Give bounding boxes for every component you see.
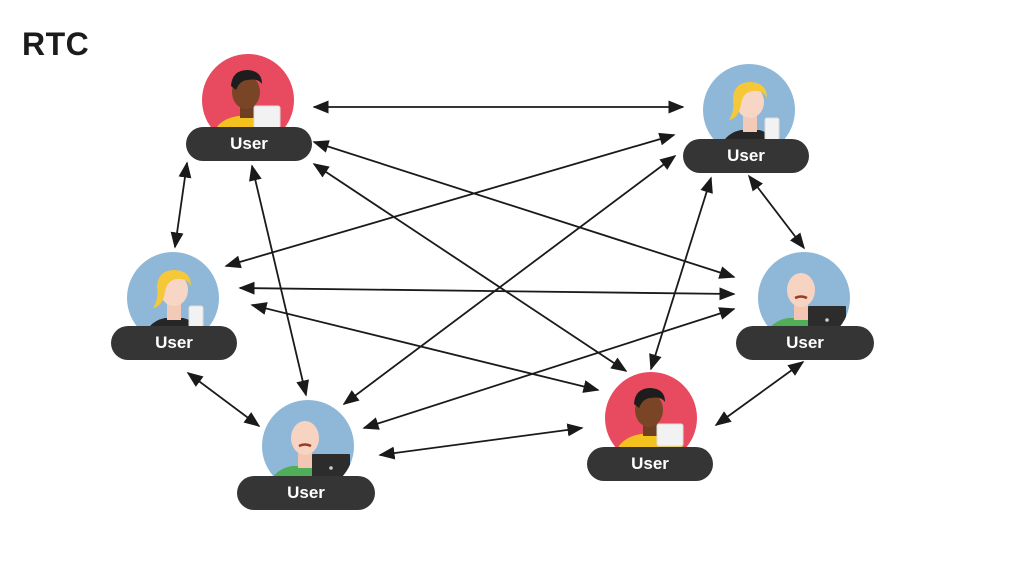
connection-arrow-u1-u4 xyxy=(249,164,309,397)
connection-arrow-u4-u6 xyxy=(378,423,584,460)
user-label: User xyxy=(683,139,809,173)
user-label: User xyxy=(587,447,713,481)
user-label: User xyxy=(186,127,312,161)
connection-arrow-u3-u4 xyxy=(186,372,261,427)
user-node: User xyxy=(0,0,237,360)
connection-arrow-u2-u4 xyxy=(342,155,677,405)
connection-arrow-u5-u6 xyxy=(714,361,805,426)
user-node: User xyxy=(0,0,809,173)
diagram-title: RTC xyxy=(22,26,90,62)
connection-arrow-u4-u5 xyxy=(362,307,736,430)
connection-arrow-u2-u5 xyxy=(748,174,805,250)
user-node: User xyxy=(0,0,713,481)
connection-arrow-u2-u6 xyxy=(649,176,713,371)
user-label: User xyxy=(237,476,375,510)
user-node: User xyxy=(0,0,312,161)
user-node: User xyxy=(0,0,375,510)
connection-arrow-u3-u5 xyxy=(238,281,736,301)
connection-arrow-u1-u5 xyxy=(312,140,736,279)
connection-arrow-u1-u3 xyxy=(170,161,192,249)
user-node: User xyxy=(0,0,874,360)
user-label: User xyxy=(111,326,237,360)
user-label: User xyxy=(736,326,874,360)
